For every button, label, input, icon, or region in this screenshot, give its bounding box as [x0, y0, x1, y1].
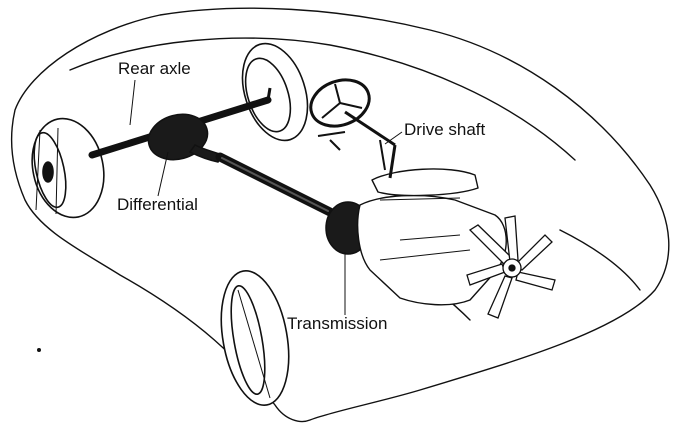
leader-rear-axle: [130, 80, 135, 125]
leader-drive-shaft: [385, 132, 402, 144]
front-near-wheel: [212, 265, 299, 410]
rear-near-wheel: [23, 112, 112, 224]
stray-mark: [37, 348, 41, 352]
label-rear-axle: Rear axle: [118, 60, 191, 77]
rear-far-wheel: [231, 35, 319, 149]
label-transmission: Transmission: [287, 315, 387, 332]
engine-bay-line: [560, 230, 640, 290]
label-differential: Differential: [117, 196, 198, 213]
drive-shaft: [220, 157, 330, 212]
pedals: [318, 132, 345, 150]
label-drive-shaft: Drive shaft: [404, 121, 485, 138]
